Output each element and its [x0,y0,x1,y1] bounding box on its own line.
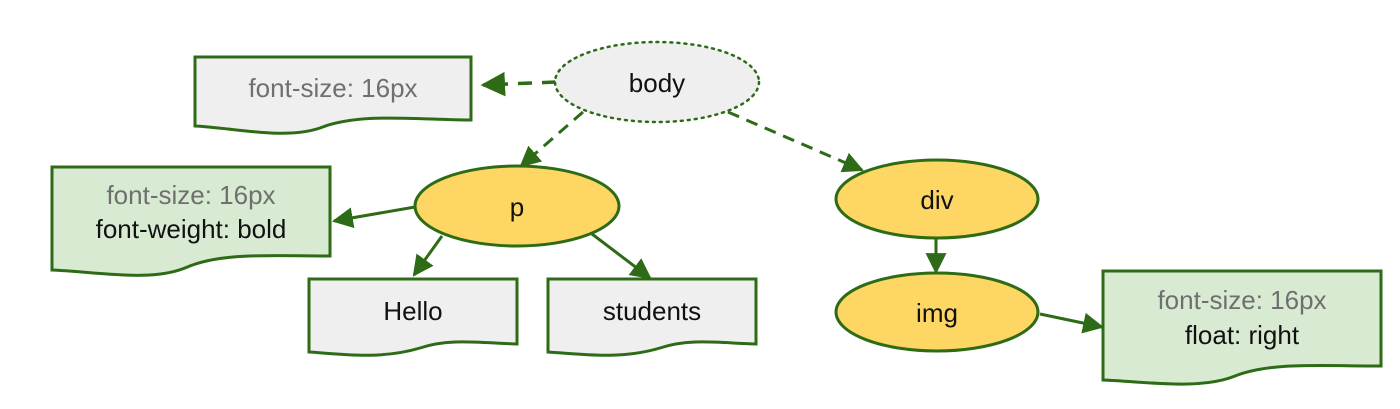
edge-body-to-div [727,110,864,173]
img-style-font-size: font-size: 16px [1157,285,1326,315]
node-body-label: body [629,68,685,98]
p-style-font-size: font-size: 16px [106,180,275,210]
body-style-box: font-size: 16px [193,55,473,135]
p-style-font-weight: font-weight: bold [96,214,287,244]
students-text: students [603,296,701,326]
p-style-box: font-size: 16px font-weight: bold [50,165,332,277]
hello-text: Hello [383,296,442,326]
edge-img-to-style [1039,312,1105,334]
edge-body-to-style [480,71,557,97]
students-text-box: students [546,277,758,357]
edge-p-to-style [331,205,416,229]
body-style-font-size: font-size: 16px [248,73,417,103]
node-body: body [553,40,761,124]
hello-text-box: Hello [307,277,519,357]
node-div: div [834,158,1040,240]
edge-p-to-students [591,232,652,280]
node-p: p [413,164,621,248]
node-p-label: p [510,192,524,222]
node-img-label: img [916,298,958,328]
img-style-box: font-size: 16px float: right [1101,269,1383,386]
node-img: img [834,271,1040,353]
img-style-float: float: right [1185,320,1300,350]
edge-p-to-hello [412,235,444,277]
node-div-label: div [920,185,953,215]
edge-body-to-p [519,110,584,168]
